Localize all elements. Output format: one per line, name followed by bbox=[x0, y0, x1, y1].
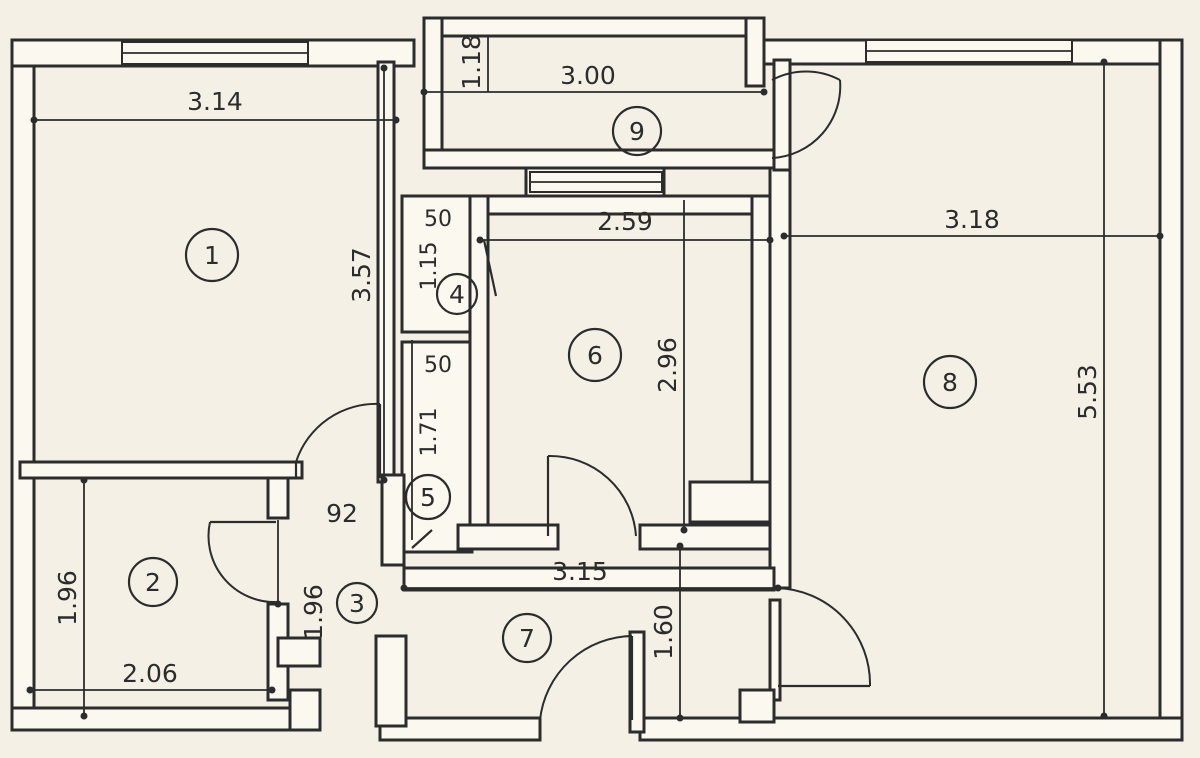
dim-room6-depth: 2.96 bbox=[653, 337, 682, 393]
room-label-6: 6 bbox=[587, 341, 603, 370]
dim-room9-width: 3.00 bbox=[560, 61, 616, 90]
room-label-2: 2 bbox=[145, 568, 161, 597]
dimension-labels: 3.14 3.57 1.96 2.06 1.96 92 50 1.15 50 1… bbox=[53, 34, 1102, 688]
dim-room7-depth: 1.60 bbox=[649, 604, 678, 660]
dim-room2-width: 2.06 bbox=[122, 659, 178, 688]
dim-corridor-width: 3.15 bbox=[552, 557, 608, 586]
room-label-5: 5 bbox=[420, 483, 436, 512]
dim-room8-depth: 5.53 bbox=[1073, 364, 1102, 420]
dim-room1-width: 3.14 bbox=[187, 87, 243, 116]
dim-room1-depth: 3.57 bbox=[347, 247, 376, 303]
room-labels: 1 2 3 4 5 6 7 8 9 bbox=[145, 117, 958, 653]
room-label-9: 9 bbox=[629, 117, 645, 146]
room-circles bbox=[127, 105, 978, 664]
dim-room5-width: 50 bbox=[424, 353, 452, 378]
dim-room4-depth: 1.15 bbox=[417, 242, 442, 291]
dim-room5-depth: 1.71 bbox=[417, 408, 442, 457]
dim-room9-depth: 1.18 bbox=[457, 34, 486, 90]
dim-room3-depth: 1.96 bbox=[299, 584, 328, 640]
windows bbox=[121, 39, 1073, 193]
dim-room2-depth: 1.96 bbox=[53, 570, 82, 626]
room-label-4: 4 bbox=[449, 280, 465, 309]
dim-room8-width: 3.18 bbox=[944, 205, 1000, 234]
room-label-1: 1 bbox=[204, 241, 220, 270]
room-label-7: 7 bbox=[519, 624, 535, 653]
doors bbox=[207, 70, 872, 721]
room-label-3: 3 bbox=[349, 589, 365, 618]
dim-room4-width: 50 bbox=[424, 207, 452, 232]
dimension-lines bbox=[26, 36, 1164, 722]
walls bbox=[10, 16, 1184, 742]
dim-room6-width: 2.59 bbox=[597, 207, 653, 236]
room-label-8: 8 bbox=[942, 368, 958, 397]
dim-hall-opening: 92 bbox=[326, 499, 358, 528]
